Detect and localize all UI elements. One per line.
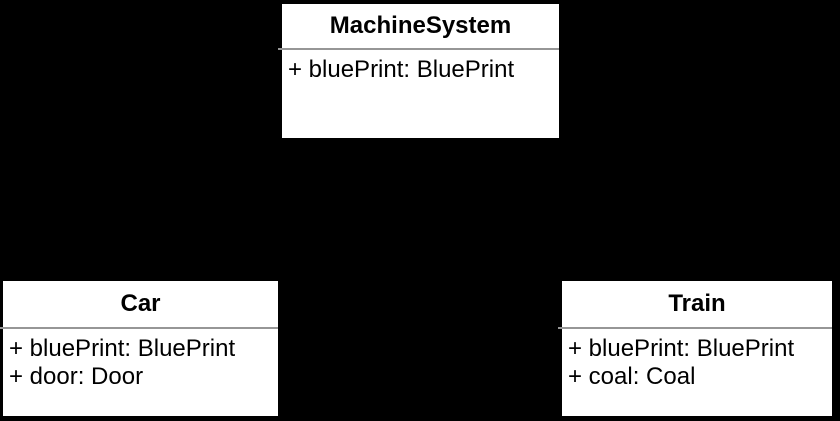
title-separator bbox=[0, 327, 278, 329]
attributes-compartment: + bluePrint: BluePrint bbox=[282, 50, 559, 84]
title-separator bbox=[278, 48, 559, 50]
attribute-line: + bluePrint: BluePrint bbox=[568, 335, 795, 362]
attribute-line: + bluePrint: BluePrint bbox=[9, 335, 236, 362]
class-box-train[interactable]: Train + bluePrint: BluePrint + coal: Coa… bbox=[558, 280, 833, 417]
attributes-compartment: + bluePrint: BluePrint + door: Door bbox=[3, 329, 278, 391]
class-title-machinesystem: MachineSystem bbox=[329, 12, 512, 39]
attribute-line: + coal: Coal bbox=[568, 363, 696, 390]
class-title-car: Car bbox=[120, 290, 161, 317]
attribute-line: + door: Door bbox=[9, 363, 144, 390]
class-box-machinesystem[interactable]: MachineSystem + bluePrint: BluePrint bbox=[278, 3, 560, 139]
title-separator bbox=[558, 327, 832, 329]
class-title-train: Train bbox=[668, 290, 726, 317]
attributes-compartment: + bluePrint: BluePrint + coal: Coal bbox=[562, 329, 832, 391]
attribute-line: + bluePrint: BluePrint bbox=[288, 56, 515, 83]
class-box-car[interactable]: Car + bluePrint: BluePrint + door: Door bbox=[0, 280, 279, 417]
